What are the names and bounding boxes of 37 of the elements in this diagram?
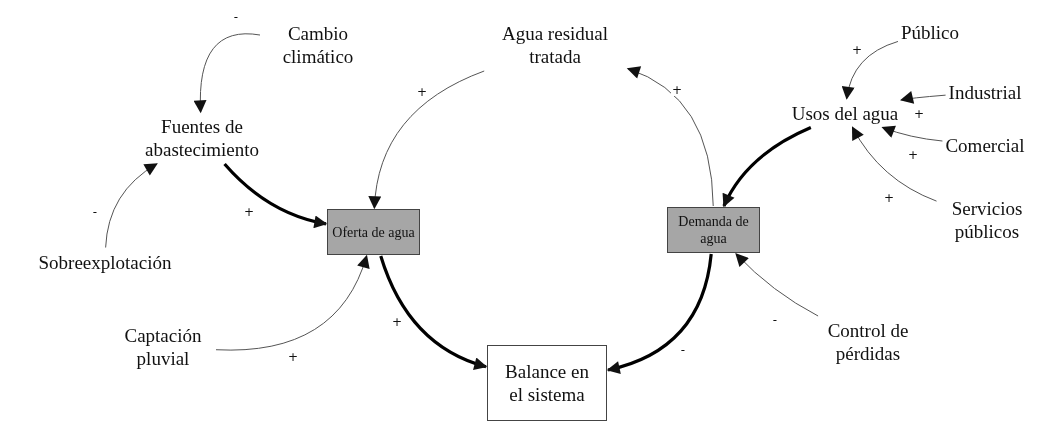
variable-label: Servicios públicos — [939, 197, 1035, 243]
variable-label: Sobreexplotación — [38, 250, 172, 274]
variable-label: Agua residual tratada — [485, 22, 625, 68]
polarity-label: + — [415, 86, 429, 98]
arrow — [851, 126, 937, 202]
arrow — [881, 125, 943, 142]
polarity-label: + — [242, 206, 256, 218]
variable-label: Usos del agua — [791, 101, 899, 125]
polarity-label: + — [882, 192, 896, 204]
variable-label: Público — [900, 20, 960, 44]
arrow — [722, 126, 812, 208]
polarity-label: + — [850, 44, 864, 56]
variable-box: Demanda de agua — [667, 207, 760, 253]
polarity-label: + — [286, 351, 300, 363]
variable-box: Oferta de agua — [327, 209, 420, 255]
arrow — [900, 91, 947, 104]
arrow — [735, 253, 819, 317]
polarity-label: + — [912, 108, 926, 120]
arrow — [379, 255, 488, 370]
arrow — [223, 162, 328, 228]
arrow — [626, 66, 714, 207]
arrow — [842, 40, 899, 100]
polarity-label: + — [390, 316, 404, 328]
arrow — [215, 254, 369, 351]
polarity-label: + — [906, 149, 920, 161]
variable-box: Balance en el sistema — [487, 345, 607, 421]
arrow — [193, 33, 261, 114]
arrow — [606, 253, 713, 374]
variable-label: Control de pérdidas — [813, 319, 923, 365]
variable-label: Cambio climático — [263, 22, 373, 68]
variable-label: Fuentes de abastecimiento — [127, 115, 277, 161]
arrow — [368, 70, 485, 210]
variable-label: Industrial — [948, 80, 1022, 104]
variable-label: Comercial — [945, 133, 1025, 157]
polarity-label: + — [670, 84, 684, 96]
arrow — [105, 163, 158, 248]
variable-label: Captación pluvial — [113, 324, 213, 370]
